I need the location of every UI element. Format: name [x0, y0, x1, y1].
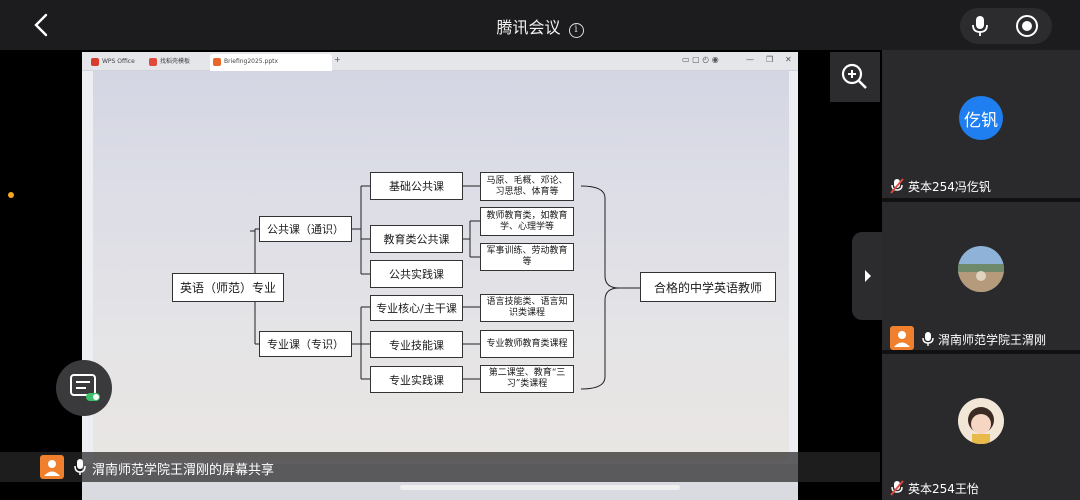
group-node: 专业核心/主干课: [370, 295, 463, 321]
muted-mic-icon: [890, 480, 904, 496]
detail-node: 语言技能类、语言知识类课程: [480, 294, 574, 322]
host-person-icon: [40, 455, 64, 479]
group-node: 教育类公共课: [370, 225, 463, 253]
back-arrow-icon[interactable]: [30, 12, 54, 38]
participant-tile[interactable]: 渭南师范学院王渭刚: [882, 202, 1080, 350]
zoom-button[interactable]: [830, 52, 880, 102]
maximize-icon[interactable]: ❐: [766, 55, 774, 64]
avatar: 仡钒: [959, 96, 1003, 140]
status-dot: [8, 192, 14, 198]
meeting-title: 腾讯会议: [496, 18, 561, 37]
detail-node: 教师教育类，如教育学、心理学等: [480, 207, 574, 236]
new-tab-button[interactable]: +: [334, 55, 341, 64]
participants-panel: 仡钒 英本254冯仡钒 渭南师范学院王渭刚 英本254王怡: [882, 50, 1080, 500]
goal-node: 合格的中学英语教师: [640, 272, 776, 302]
participant-name-row: 英本254冯仡钒: [890, 178, 991, 195]
microphone-icon: [922, 332, 934, 346]
home-indicator[interactable]: [400, 485, 680, 490]
screen-share-bar: 渭南师范学院王渭刚的屏幕共享: [0, 452, 880, 482]
top-bar: 腾讯会议 i: [0, 0, 1080, 50]
branch-node: 公共课（通识）: [259, 216, 352, 242]
zoom-in-icon: [841, 63, 867, 89]
pptx-icon: [213, 58, 221, 66]
close-icon[interactable]: ✕: [785, 55, 792, 64]
meeting-title-area[interactable]: 腾讯会议 i: [0, 14, 1080, 38]
avatar: [958, 398, 1004, 444]
detail-node: 军事训练、劳动教育等: [480, 243, 574, 271]
participant-name-row: 英本254王怡: [890, 480, 979, 497]
wps-logo-icon: [91, 58, 99, 66]
slide-canvas: 英语（师范）专业 公共课（通识） 专业课（专识） 基础公共课 教育类公共课 公共…: [93, 71, 789, 460]
muted-mic-icon: [890, 178, 904, 194]
connector-lines: [250, 185, 640, 390]
window-tools-icon[interactable]: ▭ ▢ ◴ ◉: [682, 55, 719, 64]
wps-tab-active[interactable]: Briefing2025.pptx: [210, 54, 332, 71]
minimize-icon[interactable]: —: [746, 55, 754, 64]
wps-tab[interactable]: 找稻壳模板: [146, 54, 208, 71]
collapse-panel-button[interactable]: [852, 232, 882, 320]
host-person-icon: [890, 326, 914, 350]
avatar: [958, 246, 1004, 292]
record-icon[interactable]: [1016, 15, 1038, 37]
floating-chat-button[interactable]: [56, 360, 112, 416]
participant-tile[interactable]: 英本254王怡: [882, 354, 1080, 500]
info-icon[interactable]: i: [568, 23, 584, 38]
detail-node: 第二课堂、教育“三习”类课程: [480, 365, 574, 393]
wps-tab-bar: WPS Office 找稻壳模板 Briefing2025.pptx + ▭ ▢…: [82, 52, 798, 71]
microphone-icon: [74, 459, 86, 475]
group-node: 基础公共课: [370, 172, 463, 200]
participant-tile[interactable]: 仡钒 英本254冯仡钒: [882, 50, 1080, 198]
detail-node: 马原、毛概、邓论、习思想、体育等: [480, 172, 574, 201]
participant-name-row: 渭南师范学院王渭刚: [890, 326, 1046, 350]
template-icon: [149, 58, 157, 66]
wps-tab[interactable]: WPS Office: [88, 54, 140, 71]
group-node: 专业实践课: [370, 366, 463, 393]
group-node: 公共实践课: [370, 260, 463, 288]
screen-share-label: 渭南师范学院王渭刚的屏幕共享: [92, 463, 275, 478]
chat-icon: [70, 374, 100, 401]
root-node: 英语（师范）专业: [172, 273, 284, 302]
audio-controls: [960, 8, 1052, 44]
detail-node: 专业教师教育类课程: [480, 330, 574, 358]
microphone-icon[interactable]: [972, 15, 988, 37]
group-node: 专业技能课: [370, 331, 463, 358]
branch-node: 专业课（专识）: [259, 331, 352, 357]
chevron-right-icon: [865, 270, 871, 282]
